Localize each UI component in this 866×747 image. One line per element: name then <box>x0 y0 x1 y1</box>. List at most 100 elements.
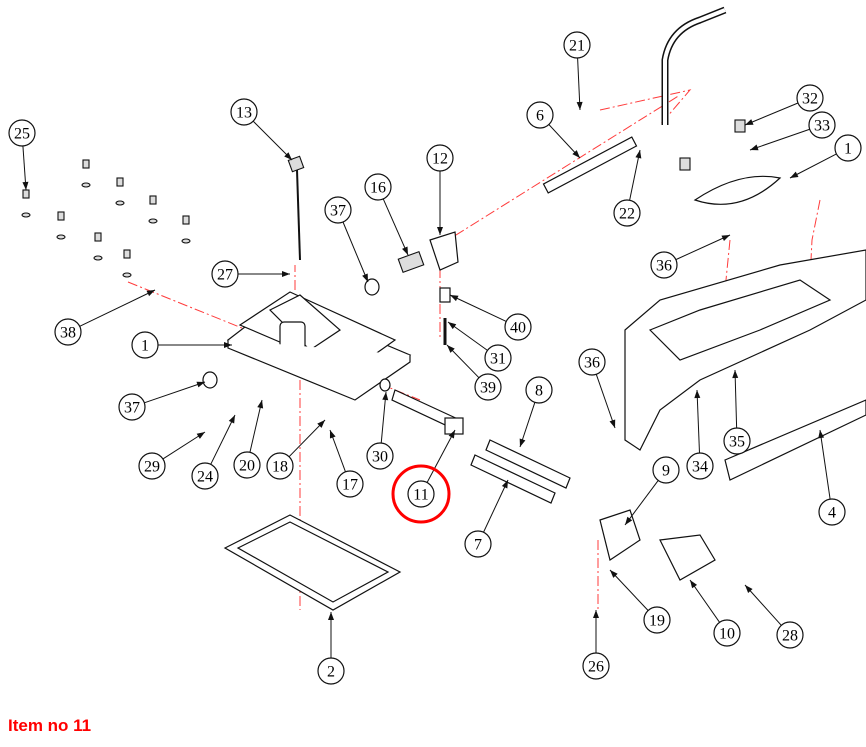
callout-circle <box>686 452 714 480</box>
callout-label: 40 <box>510 320 526 337</box>
callout-label: 2 <box>327 664 335 681</box>
callout-label: 7 <box>474 537 482 554</box>
callout-circle <box>317 657 345 685</box>
leader-line <box>744 584 782 626</box>
callout-circle <box>723 427 751 455</box>
arrowhead-icon <box>196 432 205 439</box>
callout-circle <box>407 480 435 508</box>
gear-lever-housing <box>226 291 412 401</box>
callout-label: 37 <box>124 400 140 417</box>
arrowhead-icon <box>450 295 459 302</box>
leader-line <box>210 414 236 465</box>
callout-25: 25 <box>8 119 36 191</box>
arrowhead-icon <box>228 415 235 424</box>
callout-circle <box>808 111 836 139</box>
arrowhead-icon <box>609 419 616 428</box>
arrowhead-icon <box>257 400 264 409</box>
callout-label: 33 <box>814 118 830 135</box>
callout-circle <box>266 452 294 480</box>
callout-label: 39 <box>480 380 496 397</box>
arrowhead-icon <box>519 438 526 447</box>
callout-circle <box>324 196 352 224</box>
callout-label: 1 <box>844 141 852 158</box>
callout-36: 36 <box>650 234 731 279</box>
arrowhead-icon <box>732 370 739 379</box>
leader-line <box>252 120 293 161</box>
arrowhead-icon <box>196 381 205 388</box>
leader-line <box>689 579 720 623</box>
arrowhead-icon <box>745 119 754 125</box>
callout-circle <box>364 173 392 201</box>
callout-29: 29 <box>138 431 206 480</box>
callout-circle <box>366 442 394 470</box>
callout-circle <box>652 456 680 484</box>
callout-label: 19 <box>649 613 665 630</box>
leader-line <box>79 289 156 327</box>
leader-line <box>162 431 206 460</box>
leader-line <box>447 321 488 351</box>
dipstick <box>287 155 305 261</box>
callout-label: 30 <box>372 449 388 466</box>
callout-circle <box>582 652 610 680</box>
callout-label: 18 <box>272 459 288 476</box>
arrowhead-icon <box>447 345 455 353</box>
callout-26: 26 <box>582 610 610 680</box>
leader-line <box>288 419 326 458</box>
callout-circle <box>474 373 502 401</box>
arrowhead-icon <box>625 516 633 525</box>
leader-line <box>342 221 369 283</box>
callout-circle <box>426 144 454 172</box>
callout-label: 36 <box>656 258 672 275</box>
leader-line <box>382 198 409 256</box>
arrowhead-icon <box>284 152 292 160</box>
callout-7: 7 <box>464 479 509 558</box>
callout-circle <box>191 462 219 490</box>
callout-39: 39 <box>446 344 502 401</box>
callout-circle <box>796 84 824 112</box>
callout-33: 33 <box>749 111 836 151</box>
leader-line <box>144 381 206 404</box>
callout-circle <box>563 31 591 59</box>
callout-circle <box>504 313 532 341</box>
callout-30: 30 <box>366 391 394 470</box>
leader-line <box>595 374 616 429</box>
callout-4: 4 <box>818 429 846 526</box>
callout-label: 9 <box>662 463 670 480</box>
callout-34: 34 <box>686 389 714 480</box>
arrowhead-icon <box>818 430 825 439</box>
arrowhead-icon <box>790 171 799 178</box>
leader-line <box>744 102 799 126</box>
callout-circle <box>336 470 364 498</box>
arrowhead-icon <box>402 246 408 255</box>
callout-label: 24 <box>197 469 213 486</box>
callout-circle <box>118 393 146 421</box>
callout-17: 17 <box>329 429 364 498</box>
callout-label: 16 <box>370 180 386 197</box>
callout-28: 28 <box>744 584 804 649</box>
callout-label: 20 <box>239 458 255 475</box>
leader-line <box>249 399 263 453</box>
callout-1: 1 <box>131 331 232 359</box>
callout-12: 12 <box>426 144 454 235</box>
leader-line <box>624 480 659 526</box>
callout-21: 21 <box>563 31 591 111</box>
callout-38: 38 <box>54 289 156 346</box>
leader-line <box>426 429 456 483</box>
arrowhead-icon <box>610 570 618 578</box>
arrowhead-icon <box>572 150 580 158</box>
callout-label: 17 <box>342 477 358 494</box>
shift-rods <box>470 439 571 504</box>
callout-36: 36 <box>578 348 616 429</box>
callout-8: 8 <box>519 376 553 448</box>
callout-label: 36 <box>584 355 600 372</box>
arrowhead-icon <box>317 420 325 428</box>
callout-label: 28 <box>782 628 798 645</box>
callout-label: 25 <box>14 126 30 143</box>
callout-35: 35 <box>723 369 751 455</box>
callout-circle <box>776 621 804 649</box>
callout-label: 8 <box>535 383 543 400</box>
arrowhead-icon <box>329 430 336 439</box>
callout-6: 6 <box>526 101 581 159</box>
callout-label: 26 <box>588 659 604 676</box>
